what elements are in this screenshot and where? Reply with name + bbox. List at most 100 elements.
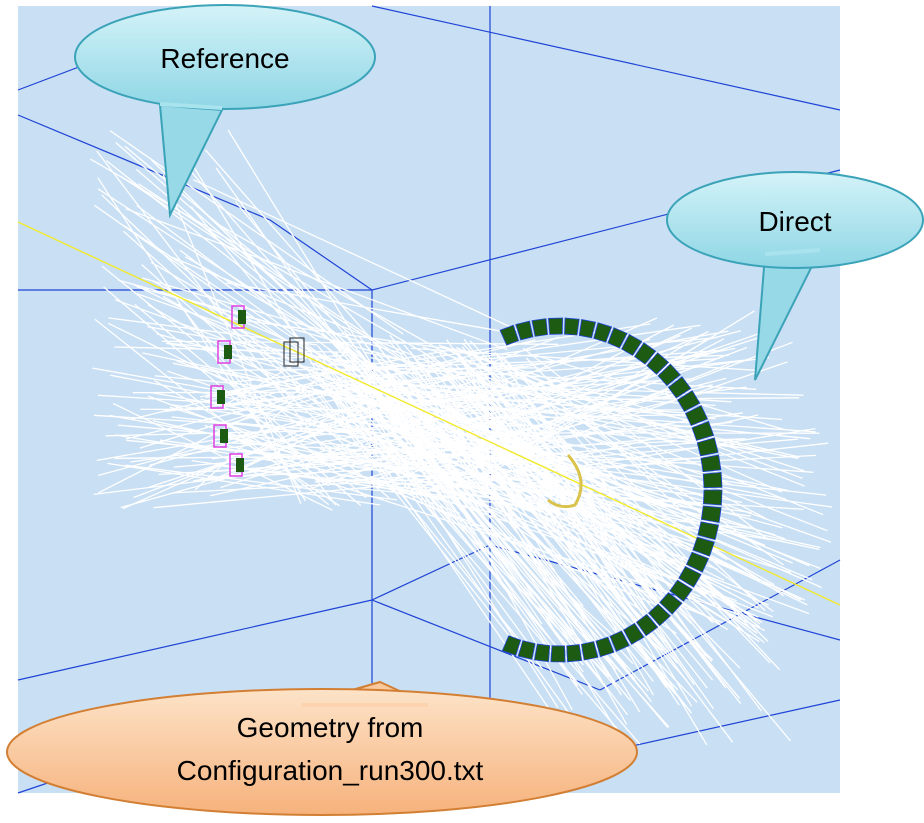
light-ray bbox=[179, 249, 450, 452]
light-ray bbox=[226, 282, 508, 333]
light-ray bbox=[109, 129, 404, 335]
reference-detector-module bbox=[213, 424, 228, 448]
light-ray bbox=[194, 351, 346, 491]
light-ray bbox=[422, 353, 692, 624]
direct-detector-segment bbox=[646, 352, 670, 375]
direct-callout-label: Direct bbox=[758, 206, 831, 237]
direct-detector-segment bbox=[623, 622, 645, 645]
light-ray bbox=[329, 387, 567, 734]
direct-detector-segment bbox=[696, 437, 719, 457]
light-ray bbox=[192, 179, 533, 338]
light-ray bbox=[199, 348, 456, 398]
direct-detector-segment bbox=[566, 644, 583, 663]
source-box bbox=[283, 337, 305, 367]
light-ray bbox=[328, 369, 530, 644]
light-ray bbox=[530, 442, 829, 478]
direct-detector-segment bbox=[580, 641, 599, 661]
light-ray bbox=[403, 344, 678, 664]
light-ray bbox=[171, 404, 363, 433]
direct-detector-segment bbox=[550, 645, 566, 663]
reference-callout-bubble bbox=[74, 4, 376, 110]
reference-callout: Reference bbox=[74, 4, 376, 219]
direct-callout-bubble bbox=[666, 171, 924, 269]
light-ray bbox=[472, 310, 755, 485]
reference-detector-module bbox=[229, 453, 244, 477]
light-ray bbox=[364, 344, 627, 668]
light-ray bbox=[509, 410, 784, 597]
light-ray bbox=[518, 412, 733, 486]
direct-detector-segment bbox=[686, 551, 710, 573]
light-ray bbox=[462, 360, 674, 615]
direct-detector-segment bbox=[548, 317, 563, 335]
direct-detector-segment bbox=[517, 640, 536, 660]
direct-detector-segment bbox=[593, 322, 613, 343]
viewport-background bbox=[18, 6, 840, 793]
light-ray bbox=[498, 355, 766, 612]
light-ray bbox=[211, 436, 354, 460]
light-ray bbox=[471, 353, 771, 664]
geometry-callout: Geometry from Configuration_run300.txt bbox=[6, 680, 638, 816]
direct-detector-segment bbox=[700, 454, 722, 473]
direct-detector-segment bbox=[621, 333, 643, 356]
direct-detector-segment bbox=[635, 613, 659, 637]
light-ray bbox=[325, 335, 634, 665]
light-ray bbox=[313, 362, 619, 641]
direct-detector-segment bbox=[702, 471, 723, 489]
light-ray bbox=[488, 355, 680, 660]
light-ray bbox=[335, 351, 583, 695]
direct-detector-segment bbox=[609, 630, 630, 652]
light-ray bbox=[380, 387, 669, 729]
direct-detector-segment bbox=[595, 636, 615, 658]
light-rays bbox=[89, 129, 832, 748]
light-ray bbox=[124, 145, 352, 335]
light-ray bbox=[458, 383, 654, 647]
direct-detector-segment bbox=[607, 327, 628, 349]
light-ray bbox=[537, 358, 751, 384]
light-ray bbox=[437, 361, 741, 669]
geometry-callout-line1: Geometry from bbox=[237, 712, 424, 743]
geometry-callout-line2: Configuration_run300.txt bbox=[177, 755, 484, 786]
light-ray bbox=[504, 365, 803, 479]
light-ray bbox=[379, 396, 614, 668]
light-ray bbox=[513, 413, 714, 538]
direct-detector-segment bbox=[659, 592, 683, 615]
light-ray bbox=[315, 361, 686, 462]
light-ray bbox=[343, 341, 649, 692]
direct-detector-segment bbox=[578, 319, 597, 339]
reference-detector-module bbox=[217, 340, 232, 364]
light-ray bbox=[533, 331, 709, 411]
light-ray bbox=[92, 367, 512, 444]
target-element bbox=[547, 454, 583, 509]
direct-detector-ring bbox=[499, 317, 723, 663]
direct-detector-segment bbox=[648, 603, 671, 627]
direct-detector-segment bbox=[700, 505, 722, 523]
light-ray bbox=[535, 354, 786, 431]
light-ray bbox=[343, 396, 641, 745]
light-ray bbox=[309, 384, 525, 656]
light-ray bbox=[471, 393, 734, 743]
reference-callout-label: Reference bbox=[160, 43, 289, 74]
light-ray bbox=[407, 397, 800, 402]
light-ray bbox=[231, 354, 350, 361]
light-ray bbox=[464, 362, 759, 631]
light-ray bbox=[408, 364, 613, 679]
light-ray bbox=[97, 188, 425, 402]
light-ray bbox=[125, 464, 398, 501]
light-ray bbox=[518, 334, 681, 407]
geometry-callout-oval bbox=[6, 688, 638, 816]
light-ray bbox=[141, 277, 404, 355]
light-ray bbox=[108, 317, 318, 346]
light-ray bbox=[348, 375, 551, 639]
light-ray bbox=[138, 183, 426, 374]
light-ray bbox=[134, 304, 367, 498]
light-ray bbox=[478, 377, 715, 710]
light-ray bbox=[105, 159, 323, 333]
direct-detector-segment bbox=[533, 643, 551, 663]
direct-detector-segment bbox=[692, 536, 715, 557]
reference-detectors bbox=[210, 305, 246, 477]
direct-detector-segment bbox=[501, 635, 522, 656]
light-ray bbox=[392, 415, 711, 504]
light-ray bbox=[426, 372, 628, 725]
light-ray bbox=[331, 383, 586, 736]
direct-detector-segment bbox=[678, 566, 702, 588]
